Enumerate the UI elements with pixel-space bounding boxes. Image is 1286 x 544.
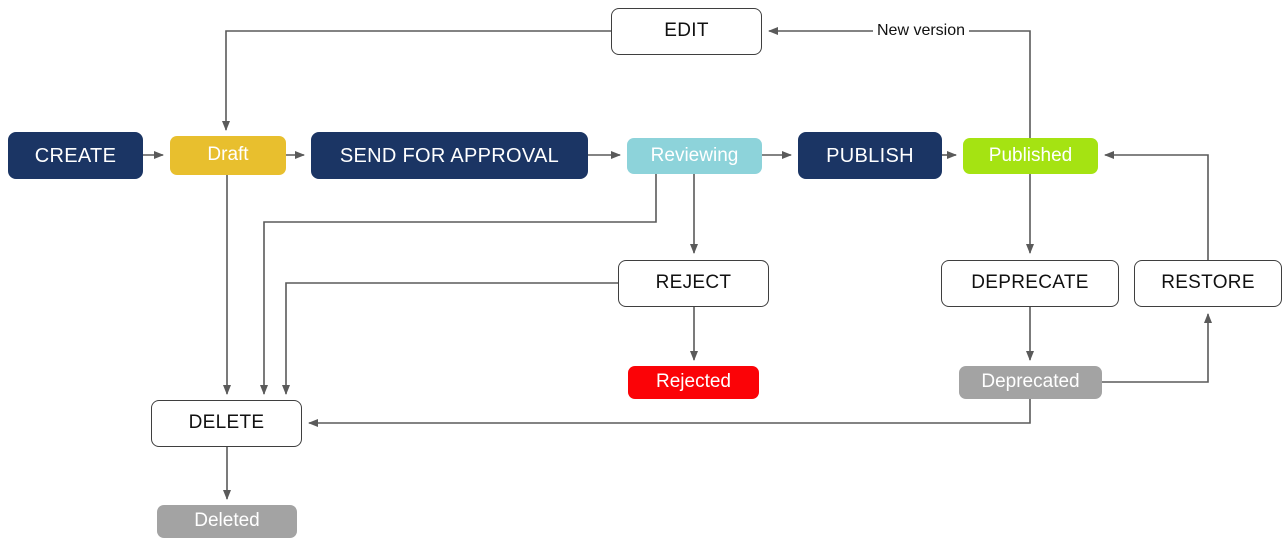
edge-deprecated-to-delete xyxy=(308,399,1031,427)
edge-label-new-version: New version xyxy=(873,22,970,40)
node-label-deprecate: DEPRECATE xyxy=(971,272,1089,294)
node-label-publish: PUBLISH xyxy=(826,144,914,167)
node-published[interactable]: Published xyxy=(963,138,1098,174)
edge-edit-to-draft xyxy=(222,30,611,131)
node-reject[interactable]: REJECT xyxy=(618,260,769,307)
edge-restore-to-published xyxy=(1104,151,1209,260)
edge-reject-to-delete xyxy=(282,282,618,395)
node-label-send: SEND FOR APPROVAL xyxy=(339,144,560,167)
node-edit[interactable]: EDIT xyxy=(611,8,762,55)
node-deleted[interactable]: Deleted xyxy=(157,505,297,538)
node-deprecate[interactable]: DEPRECATE xyxy=(941,260,1119,307)
node-create[interactable]: CREATE xyxy=(8,132,143,179)
node-restore[interactable]: RESTORE xyxy=(1134,260,1282,307)
node-label-edit: EDIT xyxy=(664,20,709,42)
node-label-published: Published xyxy=(988,144,1073,166)
node-label-reviewing: Reviewing xyxy=(650,144,739,166)
node-label-restore: RESTORE xyxy=(1161,272,1255,294)
node-label-draft: Draft xyxy=(207,144,249,166)
node-label-deprecated: Deprecated xyxy=(981,371,1080,393)
edge-reviewing-to-delete xyxy=(260,174,657,395)
node-label-deleted: Deleted xyxy=(194,510,260,532)
node-reviewing[interactable]: Reviewing xyxy=(627,138,762,174)
node-draft[interactable]: Draft xyxy=(170,136,286,175)
node-deprecated[interactable]: Deprecated xyxy=(959,366,1102,399)
node-label-reject: REJECT xyxy=(655,272,732,294)
node-label-rejected: Rejected xyxy=(656,371,731,393)
node-label-create: CREATE xyxy=(34,144,117,167)
node-delete[interactable]: DELETE xyxy=(151,400,302,447)
node-rejected[interactable]: Rejected xyxy=(628,366,759,399)
node-send[interactable]: SEND FOR APPROVAL xyxy=(311,132,588,179)
node-publish[interactable]: PUBLISH xyxy=(798,132,942,179)
edge-published-to-edit xyxy=(768,27,1031,138)
edge-deprecated-to-restore xyxy=(1102,313,1212,383)
node-label-delete: DELETE xyxy=(188,412,265,434)
